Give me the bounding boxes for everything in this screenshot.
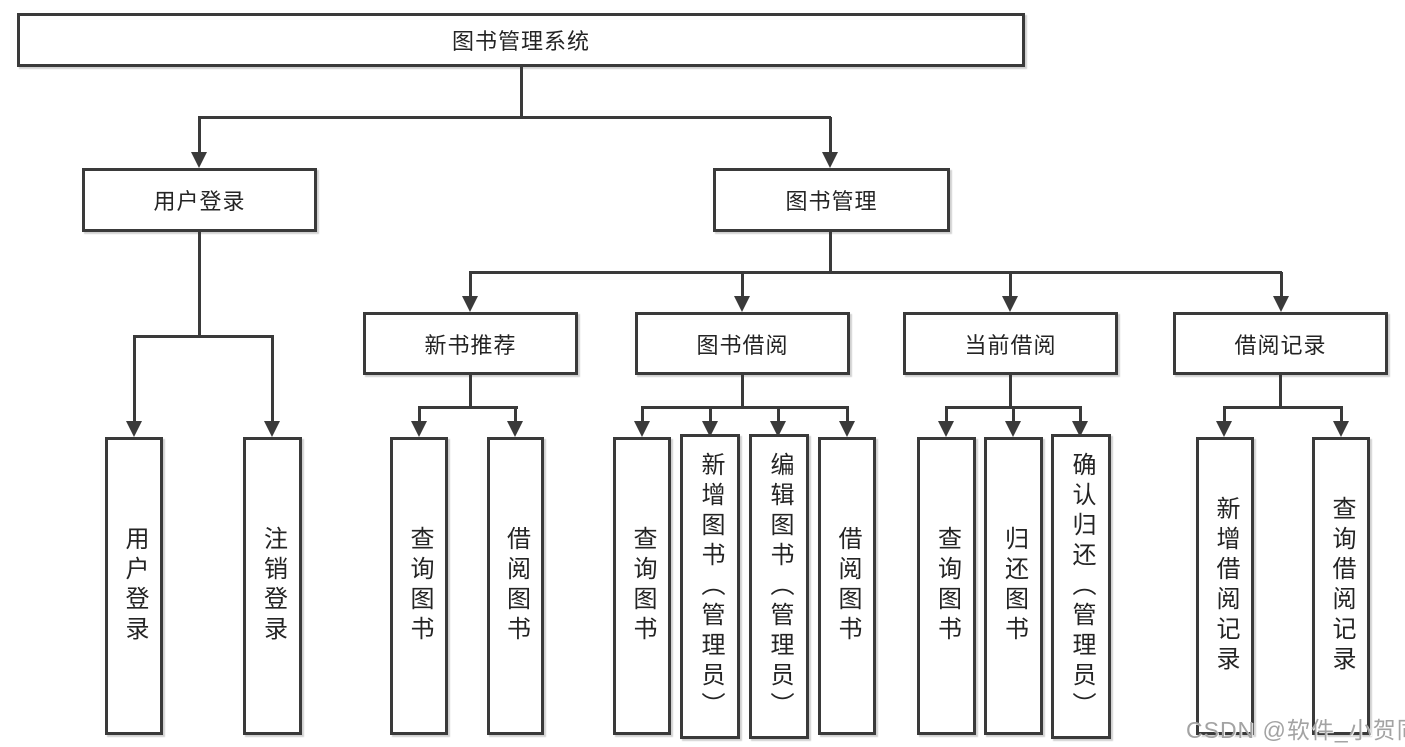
node-label: 注销登录: [259, 526, 287, 646]
leaf-logout: 注销登录: [243, 437, 302, 735]
node-label: 归还图书: [1000, 526, 1028, 646]
edge-drop: [418, 407, 421, 421]
leaf-add-borrow-record: 新增借阅记录: [1196, 437, 1254, 735]
csdn-watermark: CSDN @软件_小贺同学: [1186, 717, 1405, 743]
node-label: 图书借阅: [696, 332, 789, 358]
leaf-query-books-current: 查询图书: [917, 437, 976, 735]
edge-current-borrow-stub: [1009, 375, 1012, 407]
node-label: 查询借阅记录: [1328, 496, 1355, 676]
edge-level3-connector: [469, 271, 1282, 274]
leaf-user-login: 用户登录: [105, 437, 163, 735]
arrowhead-new-book: [462, 296, 478, 312]
node-label: 借阅记录: [1234, 332, 1327, 358]
arrowhead-user-login: [191, 152, 207, 168]
edge-drop-current-borrow: [1009, 272, 1012, 296]
arrowhead-book-mgmt: [822, 152, 838, 168]
node-book-borrowing: 图书借阅: [635, 312, 850, 375]
node-label: 查询图书: [406, 526, 433, 646]
edge-drop-leaf-logout: [271, 336, 274, 421]
edge-drop: [1012, 407, 1015, 421]
node-label: 新增借阅记录: [1212, 496, 1239, 676]
leaf-confirm-return-admin: 确认归还（管理员）: [1051, 434, 1111, 739]
node-book-management: 图书管理: [713, 168, 950, 232]
node-label: 用户登录: [153, 189, 246, 214]
arrowhead: [507, 421, 523, 437]
arrowhead: [770, 421, 786, 437]
leaf-edit-books-admin: 编辑图书（管理员）: [749, 434, 809, 739]
leaf-add-books-admin: 新增图书（管理员）: [680, 434, 740, 739]
edge-drop-book-borrow: [741, 272, 744, 296]
edge-user-login-connector: [133, 335, 274, 338]
node-borrow-records: 借阅记录: [1173, 312, 1388, 375]
edge-book-borrow-connector: [641, 406, 849, 409]
edge-book-mgmt-stub: [829, 232, 832, 272]
edge-user-login-stub: [198, 232, 201, 336]
node-label: 用户登录: [121, 526, 148, 646]
arrowhead: [1072, 421, 1088, 437]
arrowhead-borrow-record: [1273, 296, 1289, 312]
leaf-query-borrow-record: 查询借阅记录: [1312, 437, 1370, 735]
node-label: 借阅图书: [502, 526, 530, 646]
leaf-borrow-books-recommend: 借阅图书: [487, 437, 544, 735]
node-label: 编辑图书（管理员）: [766, 451, 793, 722]
node-new-book-recommend: 新书推荐: [363, 312, 578, 375]
arrowhead-leaf-logout: [264, 421, 280, 437]
edge-drop-leaf-login: [133, 336, 136, 421]
edge-level2-connector: [198, 116, 831, 119]
edge-drop: [514, 407, 517, 421]
node-user-login: 用户登录: [82, 168, 317, 232]
edge-drop-book-mgmt: [829, 117, 832, 152]
node-label: 借阅图书: [834, 526, 861, 646]
edge-borrow-record-connector: [1223, 406, 1343, 409]
edge-root-stub: [520, 67, 523, 117]
edge-drop: [945, 407, 948, 421]
node-label: 查询图书: [629, 526, 656, 646]
node-label: 查询图书: [933, 526, 961, 646]
edge-drop: [709, 407, 712, 421]
edge-drop-new-book: [469, 272, 472, 296]
edge-drop: [777, 407, 780, 421]
node-label: 新书推荐: [424, 332, 517, 358]
edge-drop: [641, 407, 644, 421]
edge-book-borrow-stub: [741, 375, 744, 407]
node-label: 图书管理系统: [451, 29, 590, 54]
leaf-return-books: 归还图书: [984, 437, 1043, 735]
node-label: 确认归还（管理员）: [1068, 451, 1095, 722]
node-current-borrowing: 当前借阅: [903, 312, 1118, 375]
arrowhead: [411, 421, 427, 437]
edge-drop-user-login: [198, 117, 201, 152]
arrowhead: [839, 421, 855, 437]
arrowhead: [1216, 421, 1232, 437]
edge-drop: [1223, 407, 1226, 421]
arrowhead: [1005, 421, 1021, 437]
edge-new-book-stub: [469, 375, 472, 407]
node-label: 当前借阅: [964, 332, 1057, 358]
arrowhead-book-borrow: [734, 296, 750, 312]
arrowhead-leaf-login: [126, 421, 142, 437]
edge-drop: [1079, 407, 1082, 421]
node-library-management-system: 图书管理系统: [17, 13, 1025, 67]
node-label: 图书管理: [785, 189, 878, 214]
arrowhead: [702, 421, 718, 437]
leaf-query-books-recommend: 查询图书: [390, 437, 448, 735]
arrowhead-current-borrow: [1002, 296, 1018, 312]
arrowhead: [634, 421, 650, 437]
edge-drop: [846, 407, 849, 421]
edge-new-book-connector: [418, 406, 518, 409]
edge-drop-borrow-record: [1280, 272, 1283, 296]
arrowhead: [938, 421, 954, 437]
node-label: 新增图书（管理员）: [697, 451, 724, 722]
edge-borrow-record-stub: [1279, 375, 1282, 407]
leaf-query-books-borrowing: 查询图书: [613, 437, 671, 735]
leaf-borrow-books-borrowing: 借阅图书: [818, 437, 876, 735]
arrowhead: [1333, 421, 1349, 437]
edge-drop: [1340, 407, 1343, 421]
